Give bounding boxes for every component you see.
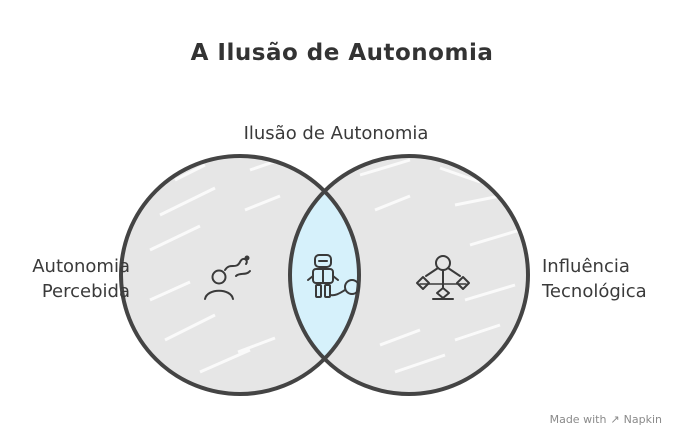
napkin-logo-icon: ↗ [610, 413, 620, 426]
sketch-texture [149, 156, 521, 374]
left-set-label-line2: Percebida [41, 281, 130, 302]
left-set-label-line1: Autonomia [32, 256, 130, 277]
watermark: Made with ↗ Napkin [550, 413, 662, 426]
right-set-label: Influência Tecnológica [542, 254, 647, 304]
left-circle-outline [119, 154, 361, 396]
person-with-thought-icon [204, 255, 251, 300]
watermark-made-with: Made with [549, 413, 607, 426]
robot-with-chain-icon [307, 254, 360, 298]
right-circle-outline [288, 154, 530, 396]
top-set-label: Ilusão de Autonomia [243, 123, 429, 144]
hierarchy-network-icon [416, 255, 470, 300]
diagram-title: A Ilusão de Autonomia [190, 40, 494, 66]
right-set-label-line1: Influência [542, 256, 630, 277]
right-set-label-line2: Tecnológica [542, 281, 647, 302]
left-set-label: Autonomia Percebida [32, 254, 130, 304]
watermark-brand: Napkin [623, 413, 662, 426]
